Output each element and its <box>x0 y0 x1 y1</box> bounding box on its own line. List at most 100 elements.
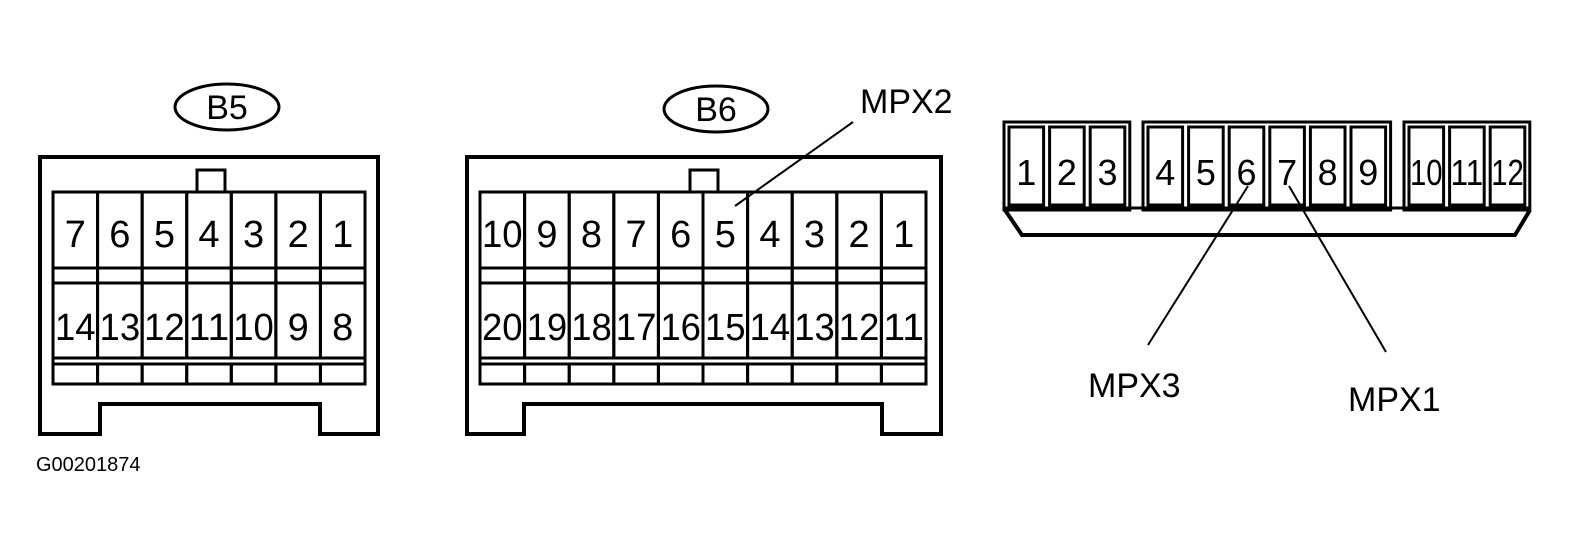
strip-pin-cell <box>1227 125 1266 207</box>
b5-pin-number: 3 <box>243 214 264 256</box>
strip-pin-number: 4 <box>1155 152 1175 193</box>
b5-pin-number: 5 <box>154 214 175 256</box>
strip-group-frame <box>1141 120 1393 212</box>
b5-spacer-cell <box>274 362 322 386</box>
b6-spacer-cell <box>656 362 705 386</box>
b5-spacer-cell <box>318 266 367 285</box>
b5-spacer-cell <box>318 362 367 386</box>
strip-pin-cell <box>1007 125 1046 207</box>
mpx1-label: MPX1 <box>1348 381 1441 419</box>
b6-label-oval <box>662 84 770 134</box>
b6-pin-number: 1 <box>893 214 914 256</box>
mpx3-label: MPX3 <box>1088 367 1181 405</box>
strip-pin-cell <box>1048 125 1086 207</box>
b5-housing <box>38 155 380 436</box>
b5-pin-number: 1 <box>332 214 353 256</box>
b6-pin-number: 14 <box>750 307 791 349</box>
b5-pin-number: 6 <box>109 214 130 256</box>
b5-spacer-cell <box>229 266 278 285</box>
strip-pin-number: 9 <box>1358 152 1378 193</box>
b6-spacer-cell <box>790 266 839 285</box>
b6-spacer-cell <box>835 266 883 285</box>
b5-spacer-cell <box>140 362 189 386</box>
mpx3-leader-line <box>1147 185 1249 346</box>
b6-spacer-cell <box>879 266 928 285</box>
b5-label: B5 <box>206 89 248 127</box>
strip-pin-cell <box>1349 125 1388 207</box>
strip-pin-number: 3 <box>1097 152 1117 193</box>
strip-pin-cell <box>1488 125 1527 207</box>
strip-pin-cell <box>1448 125 1486 207</box>
b5-pin-number: 8 <box>332 307 353 349</box>
strip-pin-cell <box>1088 125 1127 207</box>
b5-spacer-cell <box>51 266 100 285</box>
b6-latch <box>688 168 720 194</box>
b6-pin-number: 2 <box>849 214 870 256</box>
b5-pin-number: 14 <box>55 307 96 349</box>
strip-group-frame <box>1402 120 1532 212</box>
strip-pin-number: 7 <box>1277 152 1297 193</box>
b6-label: B6 <box>695 91 737 129</box>
strip-pin-number: 2 <box>1057 152 1077 193</box>
b5-label-oval <box>173 82 281 132</box>
b6-pin-number: 8 <box>581 214 602 256</box>
strip-pin-cell <box>1146 125 1185 207</box>
b6-pin-number: 13 <box>794 307 835 349</box>
strip-pin-cell <box>1268 125 1306 207</box>
b6-pin-number: 12 <box>839 307 880 349</box>
strip-pin-cell <box>1187 125 1225 207</box>
b5-pin-number: 11 <box>189 307 230 349</box>
b6-spacer-cell <box>835 362 883 386</box>
b5-latch <box>195 168 227 194</box>
b6-pin-number: 19 <box>527 307 568 349</box>
mpx1-leader-line <box>1288 185 1387 353</box>
b6-spacer-cell <box>612 266 660 285</box>
b6-spacer-cell <box>879 362 928 386</box>
b6-pin-number: 20 <box>482 307 523 349</box>
b6-pin-number: 4 <box>759 214 780 256</box>
b6-spacer-cell <box>701 266 750 285</box>
b6-spacer-cell <box>746 266 794 285</box>
b5-pin-number: 12 <box>144 307 185 349</box>
b6-spacer-cell <box>478 266 527 285</box>
b6-pin-number: 11 <box>883 307 924 349</box>
b6-pin-number: 3 <box>804 214 825 256</box>
b6-spacer-cell <box>656 266 705 285</box>
strip-pin-number: 1 <box>1016 152 1036 193</box>
b5-spacer-cell <box>185 362 233 386</box>
b5-pin-number: 9 <box>288 307 309 349</box>
strip-pin-number: 11 <box>1451 152 1484 193</box>
strip-pin-number: 10 <box>1410 152 1443 193</box>
b6-spacer-cell <box>478 362 527 386</box>
b6-spacer-cell <box>567 266 616 285</box>
b6-spacer-cell <box>612 362 660 386</box>
b6-pin-number: 18 <box>571 307 612 349</box>
b5-spacer-cell <box>229 362 278 386</box>
b6-pin-number: 16 <box>660 307 701 349</box>
mpx2-label: MPX2 <box>860 83 953 121</box>
b5-pin-number: 13 <box>100 307 141 349</box>
b6-pin-number: 7 <box>626 214 647 256</box>
strip-pin-number: 6 <box>1236 152 1256 193</box>
b6-spacer-cell <box>567 362 616 386</box>
b6-spacer-cell <box>790 362 839 386</box>
strip-pin-cell <box>1407 125 1446 207</box>
strip-base <box>1003 208 1532 237</box>
b6-pin-number: 10 <box>482 214 523 256</box>
b6-spacer-cell <box>701 362 750 386</box>
strip-pin-cell <box>1308 125 1347 207</box>
b5-spacer-cell <box>51 362 100 386</box>
b6-pin-number: 5 <box>715 214 736 256</box>
b5-spacer-cell <box>96 266 144 285</box>
mpx2-leader-line <box>734 121 854 207</box>
b6-housing <box>465 155 943 436</box>
strip-pin-number: 8 <box>1318 152 1338 193</box>
strip-group-frame <box>1002 120 1132 212</box>
b6-spacer-cell <box>746 362 794 386</box>
